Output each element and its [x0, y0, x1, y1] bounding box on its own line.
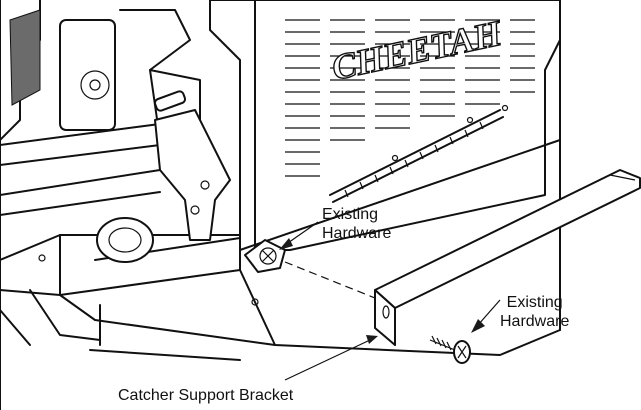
leader-lines [279, 221, 501, 381]
svg-text:CHEETAH: CHEETAH [328, 13, 506, 88]
callout-line-1: Existing [322, 206, 379, 223]
callout-label: Catcher Support Bracket [118, 387, 294, 404]
mower-deck [0, 39, 561, 361]
mounting-bracket [154, 109, 231, 241]
callout-line-2: Hardware [322, 225, 392, 242]
screw-icon [429, 335, 471, 364]
caster-wheel [96, 217, 154, 263]
callout-catcher-support-bracket: Catcher Support Bracket [118, 386, 293, 405]
nut-icon [244, 239, 286, 273]
callout-existing-hardware-top: Existing Hardware [322, 205, 391, 243]
catcher-support-bracket [374, 169, 641, 346]
hinge-icon [329, 104, 509, 203]
left-frame-assembly [0, 0, 201, 410]
callout-existing-hardware-right: Existing Hardware [500, 293, 569, 331]
vent-grille-icon [285, 19, 535, 177]
cheetah-logo: CHEETAH [328, 12, 507, 89]
callout-line-1: Existing [506, 294, 563, 311]
alignment-line [284, 261, 381, 301]
callout-line-2: Hardware [500, 313, 570, 330]
